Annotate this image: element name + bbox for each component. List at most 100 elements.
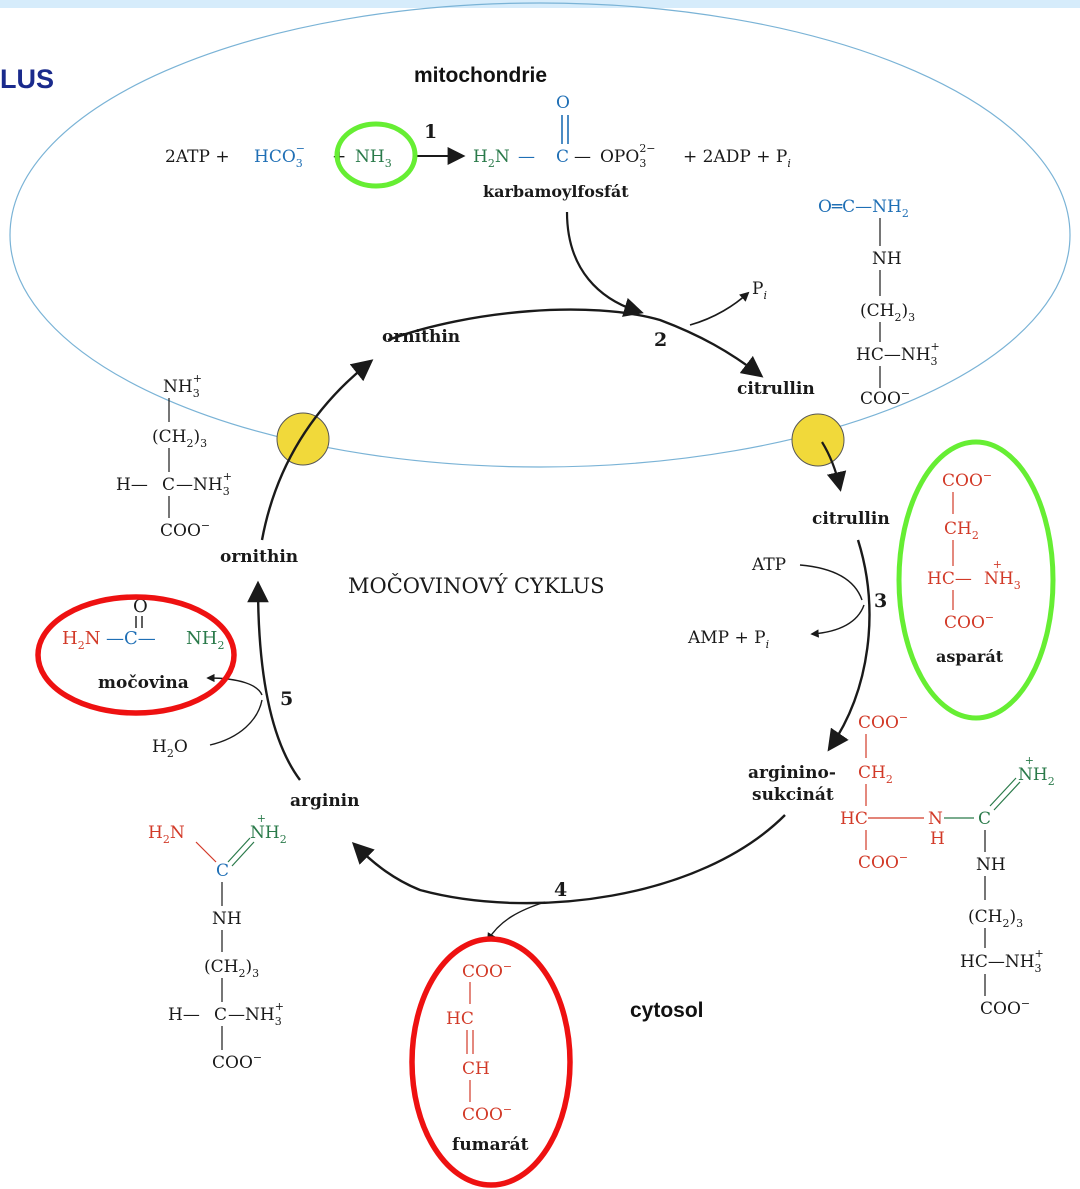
urea-carbon: —C— xyxy=(106,628,156,649)
as-hc2: HC—NH3+ xyxy=(960,947,1044,975)
urea-nh2: NH2 xyxy=(186,628,224,652)
phosphate-group: OPO32− xyxy=(600,142,656,170)
urea-name: močovina xyxy=(98,673,189,693)
argininosukcinat-label-2: sukcinát xyxy=(752,785,834,805)
as-coo1: COO− xyxy=(858,711,908,733)
as-c: C xyxy=(978,809,991,829)
urea-h2n: H2N xyxy=(62,628,100,652)
arg-bond-nh2-a xyxy=(227,837,251,863)
as-hc: HC xyxy=(840,809,868,829)
urea-highlight xyxy=(35,594,237,716)
ornithine-ch2: (CH2)3 xyxy=(152,427,207,450)
citrulline-to-argininosuccinate-arrow xyxy=(827,539,871,752)
ornithine-nh3: NH3+ xyxy=(163,372,202,400)
ornithine-coo: COO− xyxy=(160,519,210,541)
urea-output-arrow xyxy=(206,673,263,696)
atp-input-arrow xyxy=(799,564,863,601)
carbamoyl-h2n: H2N xyxy=(473,147,510,170)
atp-reactant: 2ATP + xyxy=(165,147,230,167)
arginine-structure: H2N NH2+ C NH (CH2)3 H— C —NH3+ COO− xyxy=(148,812,287,1073)
ornithine-c: C xyxy=(162,475,175,495)
top-strip xyxy=(0,0,1080,8)
citrulline-ch2: (CH2)3 xyxy=(860,301,915,324)
karbamoylfosfat-label: karbamoylfosfát xyxy=(483,182,629,201)
fumarate-coo1: COO− xyxy=(462,960,512,982)
ornithine-to-citrulline-arrow xyxy=(387,308,764,378)
cytosol-label: cytosol xyxy=(630,999,704,1022)
ornithine-nh3b: —NH3+ xyxy=(176,470,232,498)
citrulline-hc: HC—NH3+ xyxy=(856,340,940,368)
fumarate-highlight xyxy=(409,936,573,1188)
argininosuccinate-to-arginine-arrow xyxy=(351,814,786,905)
as-bond-c-nh2-b xyxy=(993,781,1021,811)
aspartate-structure: COO− CH2 HC— NH3+ COO− xyxy=(927,469,1021,633)
arg-bond-nh2-b xyxy=(231,841,255,867)
citrulline-export-arrow xyxy=(821,441,847,492)
arg-nh3: —NH3+ xyxy=(228,1000,284,1028)
citrulline-nh: NH xyxy=(872,249,902,269)
arginine-to-ornithine-arrow xyxy=(247,580,301,781)
urea-oxygen: O xyxy=(133,596,148,617)
step-1-number: 1 xyxy=(424,121,437,143)
ammonia-highlight xyxy=(334,121,418,189)
as-nh2: NH2+ xyxy=(1018,754,1055,788)
arg-ch2: (CH2)3 xyxy=(204,957,259,980)
as-ch2b: (CH2)3 xyxy=(968,907,1023,930)
ornithin-cyto-label: ornithin xyxy=(220,547,298,567)
fumarate-name: fumarát xyxy=(452,1135,529,1155)
h2o-input-arrow xyxy=(209,699,263,746)
as-coo3: COO− xyxy=(980,997,1030,1019)
aspartate-nh3: NH3+ xyxy=(984,558,1021,592)
step3-amp: AMP + Pi xyxy=(687,628,769,651)
aspartate-ch2: CH2 xyxy=(944,519,979,542)
arginin-label: arginin xyxy=(290,791,360,811)
fumarate-coo2: COO− xyxy=(462,1103,512,1125)
urea-structure: O H2N —C— NH2 xyxy=(62,596,224,652)
ornithine-transporter xyxy=(276,412,330,466)
step-5-number: 5 xyxy=(280,688,293,710)
slide-title: LUS xyxy=(0,64,54,94)
step-2-number: 2 xyxy=(654,329,667,351)
ornithine-structure: NH3+ (CH2)3 H— C —NH3+ COO− xyxy=(116,372,232,541)
as-nh: NH xyxy=(976,855,1006,875)
ornithin-mito-label: ornithin xyxy=(382,327,460,347)
ornithine-h: H— xyxy=(116,475,148,495)
mitochondrion-membrane xyxy=(9,2,1071,468)
arg-h2n: H2N xyxy=(148,823,185,846)
fumarate-ch: CH xyxy=(462,1059,490,1079)
pi-product: Pi xyxy=(752,279,767,302)
reaction-1-products: + 2ADP + Pi xyxy=(683,147,791,170)
carbamoyl-carbon: C xyxy=(556,147,569,167)
argininosukcinat-label-1: arginino- xyxy=(748,763,836,783)
ornithine-import-arrow xyxy=(260,359,374,541)
as-n: N xyxy=(928,809,943,829)
water: H2O xyxy=(152,737,188,760)
pi-release-arrow xyxy=(689,291,750,326)
arg-nh: NH xyxy=(212,909,242,929)
arg-bond-h2n xyxy=(195,841,217,863)
step-4-number: 4 xyxy=(554,879,567,901)
carbamoyl-bond-2: — xyxy=(574,147,591,167)
citrulline-structure: O═C—NH2 NH (CH2)3 HC—NH3+ COO− xyxy=(818,197,940,409)
ammonia: NH3 xyxy=(355,147,392,170)
arg-c: C xyxy=(216,861,229,881)
as-ch2: CH2 xyxy=(858,763,893,786)
aspartate-coo2: COO− xyxy=(944,611,994,633)
amp-output-arrow xyxy=(810,604,865,638)
arg-coo: COO− xyxy=(212,1051,262,1073)
bicarbonate: HCO3− xyxy=(254,142,305,170)
reaction-1: 2ATP + HCO3− + NH3 1 H2N — C O — OPO32− … xyxy=(165,93,791,201)
as-coo2: COO− xyxy=(858,851,908,873)
arg-h: H— xyxy=(168,1005,200,1025)
citrulline-coo: COO− xyxy=(860,387,910,409)
carbamoyl-oxygen: O xyxy=(556,93,570,113)
arg-nh2: NH2+ xyxy=(250,812,287,846)
citrulline-top: O═C—NH2 xyxy=(818,197,909,220)
carbamoyl-to-step2-arrow xyxy=(565,211,644,317)
step3-atp: ATP xyxy=(751,555,786,575)
step-3-number: 3 xyxy=(874,590,887,612)
aspartate-hc: HC— xyxy=(927,569,972,589)
citrulline-transporter xyxy=(791,413,845,467)
